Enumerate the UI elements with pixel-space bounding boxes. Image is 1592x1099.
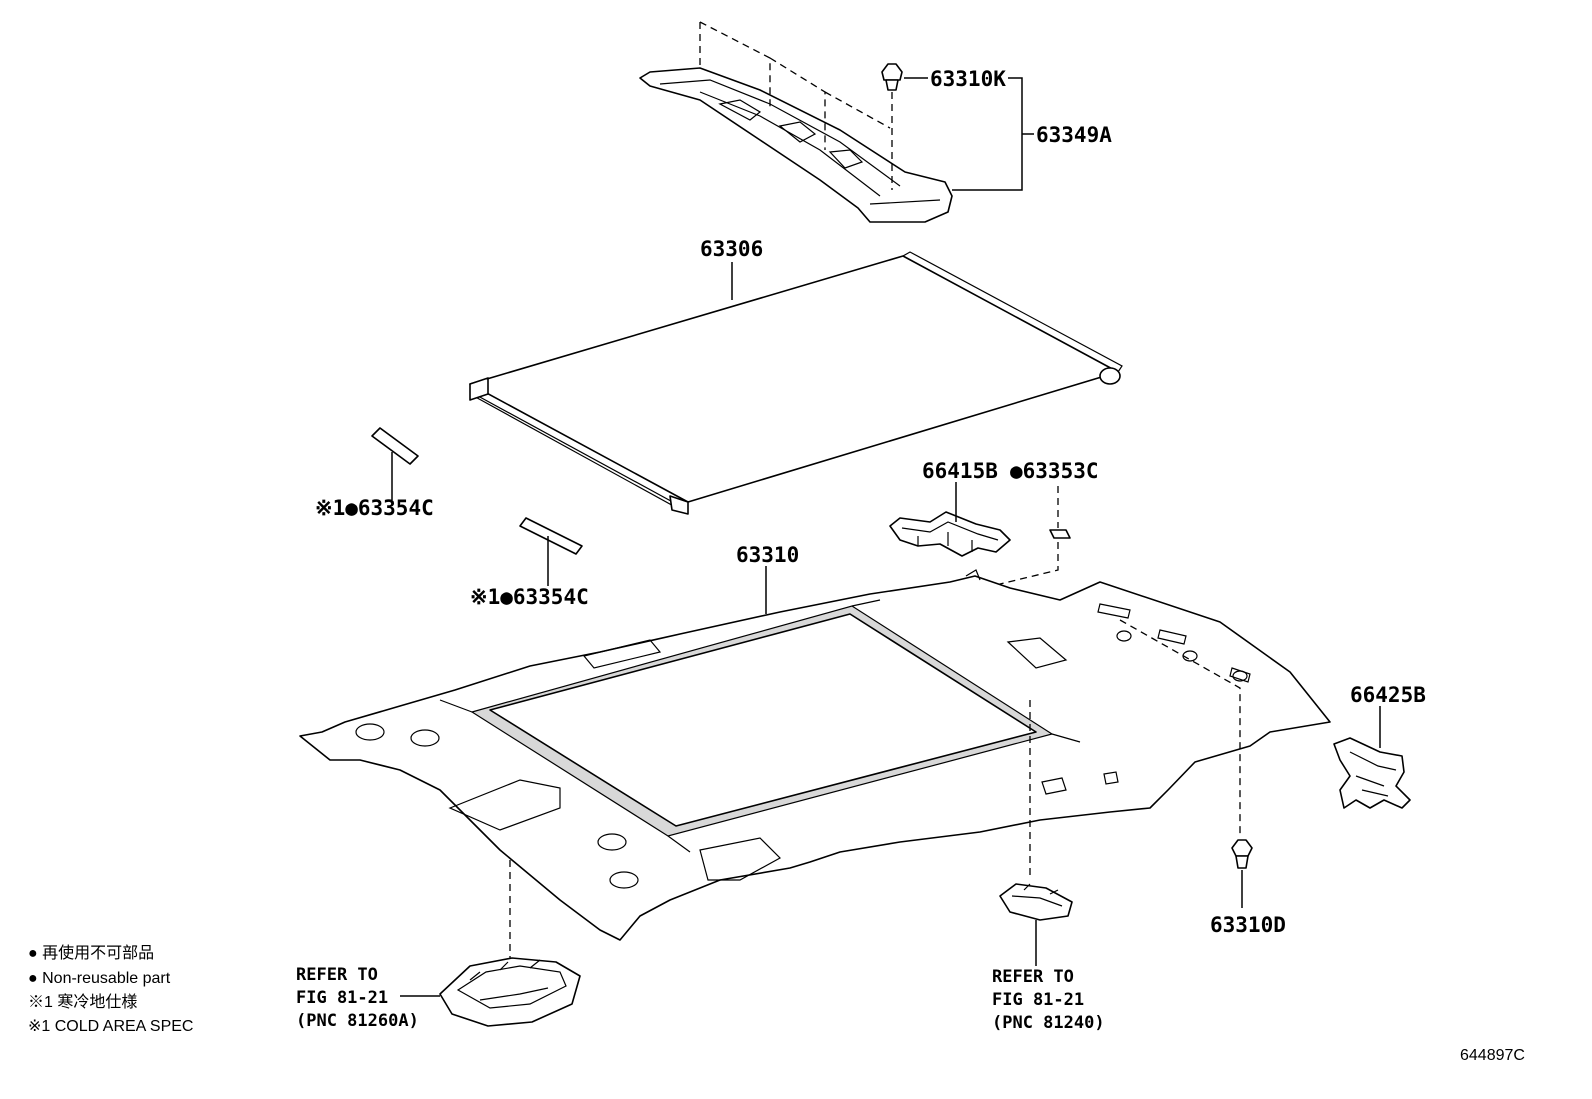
legend-line3: ※1 寒冷地仕様 (28, 992, 137, 1011)
map-lamp-81260A[interactable] (439, 957, 581, 1027)
alignment-line (699, 21, 891, 150)
ref-left-line3: (PNC 81260A) (296, 1011, 419, 1031)
clip-63310K[interactable] (881, 63, 903, 91)
bracket-66415B[interactable] (889, 511, 1011, 557)
alignment-line (1119, 619, 1241, 838)
legend-line2: ● Non-reusable part (28, 970, 171, 987)
figure-id: 644897C (1460, 1047, 1525, 1064)
label-66425B: 66425B (1350, 683, 1426, 707)
label-63354C-lower: ※1●63354C (470, 585, 589, 609)
ref-left-line1: REFER TO (296, 965, 378, 985)
room-lamp-81240[interactable] (999, 883, 1073, 921)
pad-63354C-upper[interactable] (371, 427, 419, 465)
bracket-63349A (952, 77, 1034, 191)
ref-right-line3: (PNC 81240) (992, 1013, 1105, 1033)
bracket-66425B[interactable] (1333, 737, 1411, 809)
ref-right-line1: REFER TO (992, 967, 1074, 987)
label-63310K: 63310K (930, 67, 1006, 91)
label-63354C-upper: ※1●63354C (315, 496, 434, 520)
label-63353C: ●63353C (1010, 459, 1099, 483)
ref-left-line2: FIG 81-21 (296, 988, 388, 1008)
clip-63310D[interactable] (1231, 839, 1253, 869)
legend: ● 再使用不可部品 ● Non-reusable part ※1 寒冷地仕様 ※… (28, 944, 193, 1035)
legend-line4: ※1 COLD AREA SPEC (28, 1018, 193, 1035)
label-63306: 63306 (700, 237, 763, 261)
pad-63354C-lower[interactable] (519, 517, 583, 555)
label-63310D: 63310D (1210, 913, 1286, 937)
label-66415B: 66415B (922, 459, 998, 483)
pad-63353C[interactable] (1049, 529, 1071, 539)
sunshade-63306[interactable] (469, 251, 1123, 515)
legend-line1: ● 再使用不可部品 (28, 944, 154, 962)
label-63310: 63310 (736, 543, 799, 567)
headliner-63310[interactable] (299, 569, 1331, 941)
label-63349A: 63349A (1036, 123, 1112, 147)
rear-roof-trim-63349A[interactable] (639, 67, 953, 223)
ref-right-line2: FIG 81-21 (992, 990, 1084, 1010)
